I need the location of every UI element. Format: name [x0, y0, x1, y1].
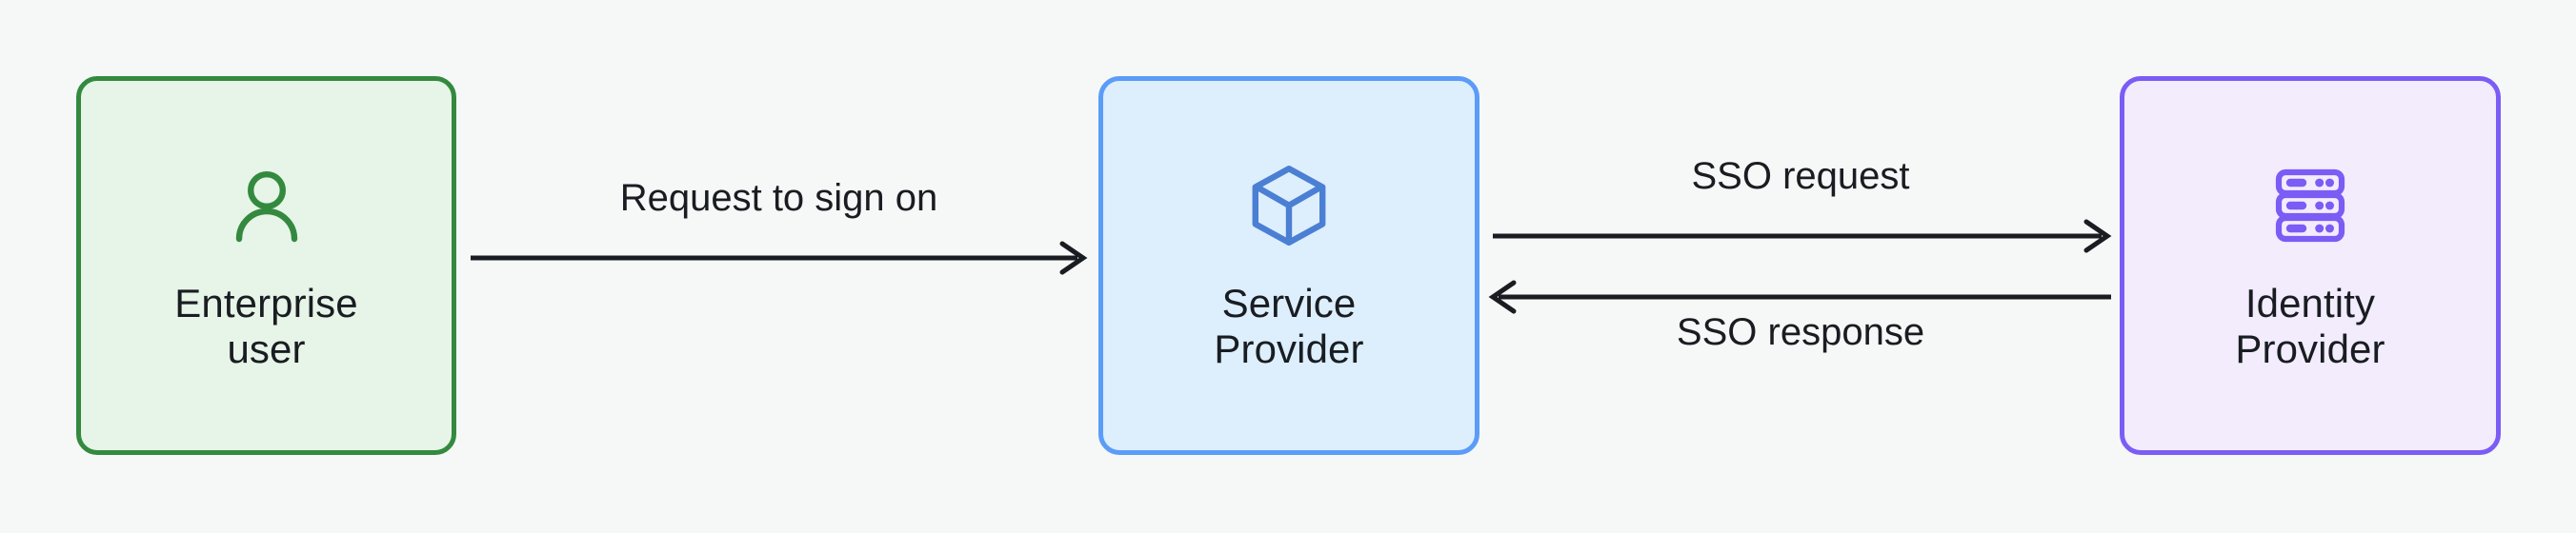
edge-arrow-request-to-sign-on: [471, 241, 1088, 275]
node-label-service-provider: Service Provider: [1214, 280, 1364, 371]
node-identity-provider[interactable]: Identity Provider: [2120, 76, 2501, 455]
user-icon: [221, 160, 312, 256]
edge-arrow-sso-response: [1488, 280, 2111, 314]
edge-label-request-to-sign-on: Request to sign on: [619, 177, 938, 219]
cube-icon: [1243, 160, 1335, 256]
server-rack-icon: [2264, 160, 2356, 256]
node-label-identity-provider: Identity Provider: [2235, 280, 2385, 371]
node-service-provider[interactable]: Service Provider: [1098, 76, 1479, 455]
edge-label-sso-response: SSO response: [1676, 311, 1925, 353]
node-label-enterprise-user: Enterprise user: [174, 280, 358, 371]
edge-label-sso-request: SSO request: [1691, 155, 1910, 197]
edge-arrow-sso-request: [1493, 219, 2112, 253]
node-enterprise-user[interactable]: Enterprise user: [76, 76, 456, 455]
